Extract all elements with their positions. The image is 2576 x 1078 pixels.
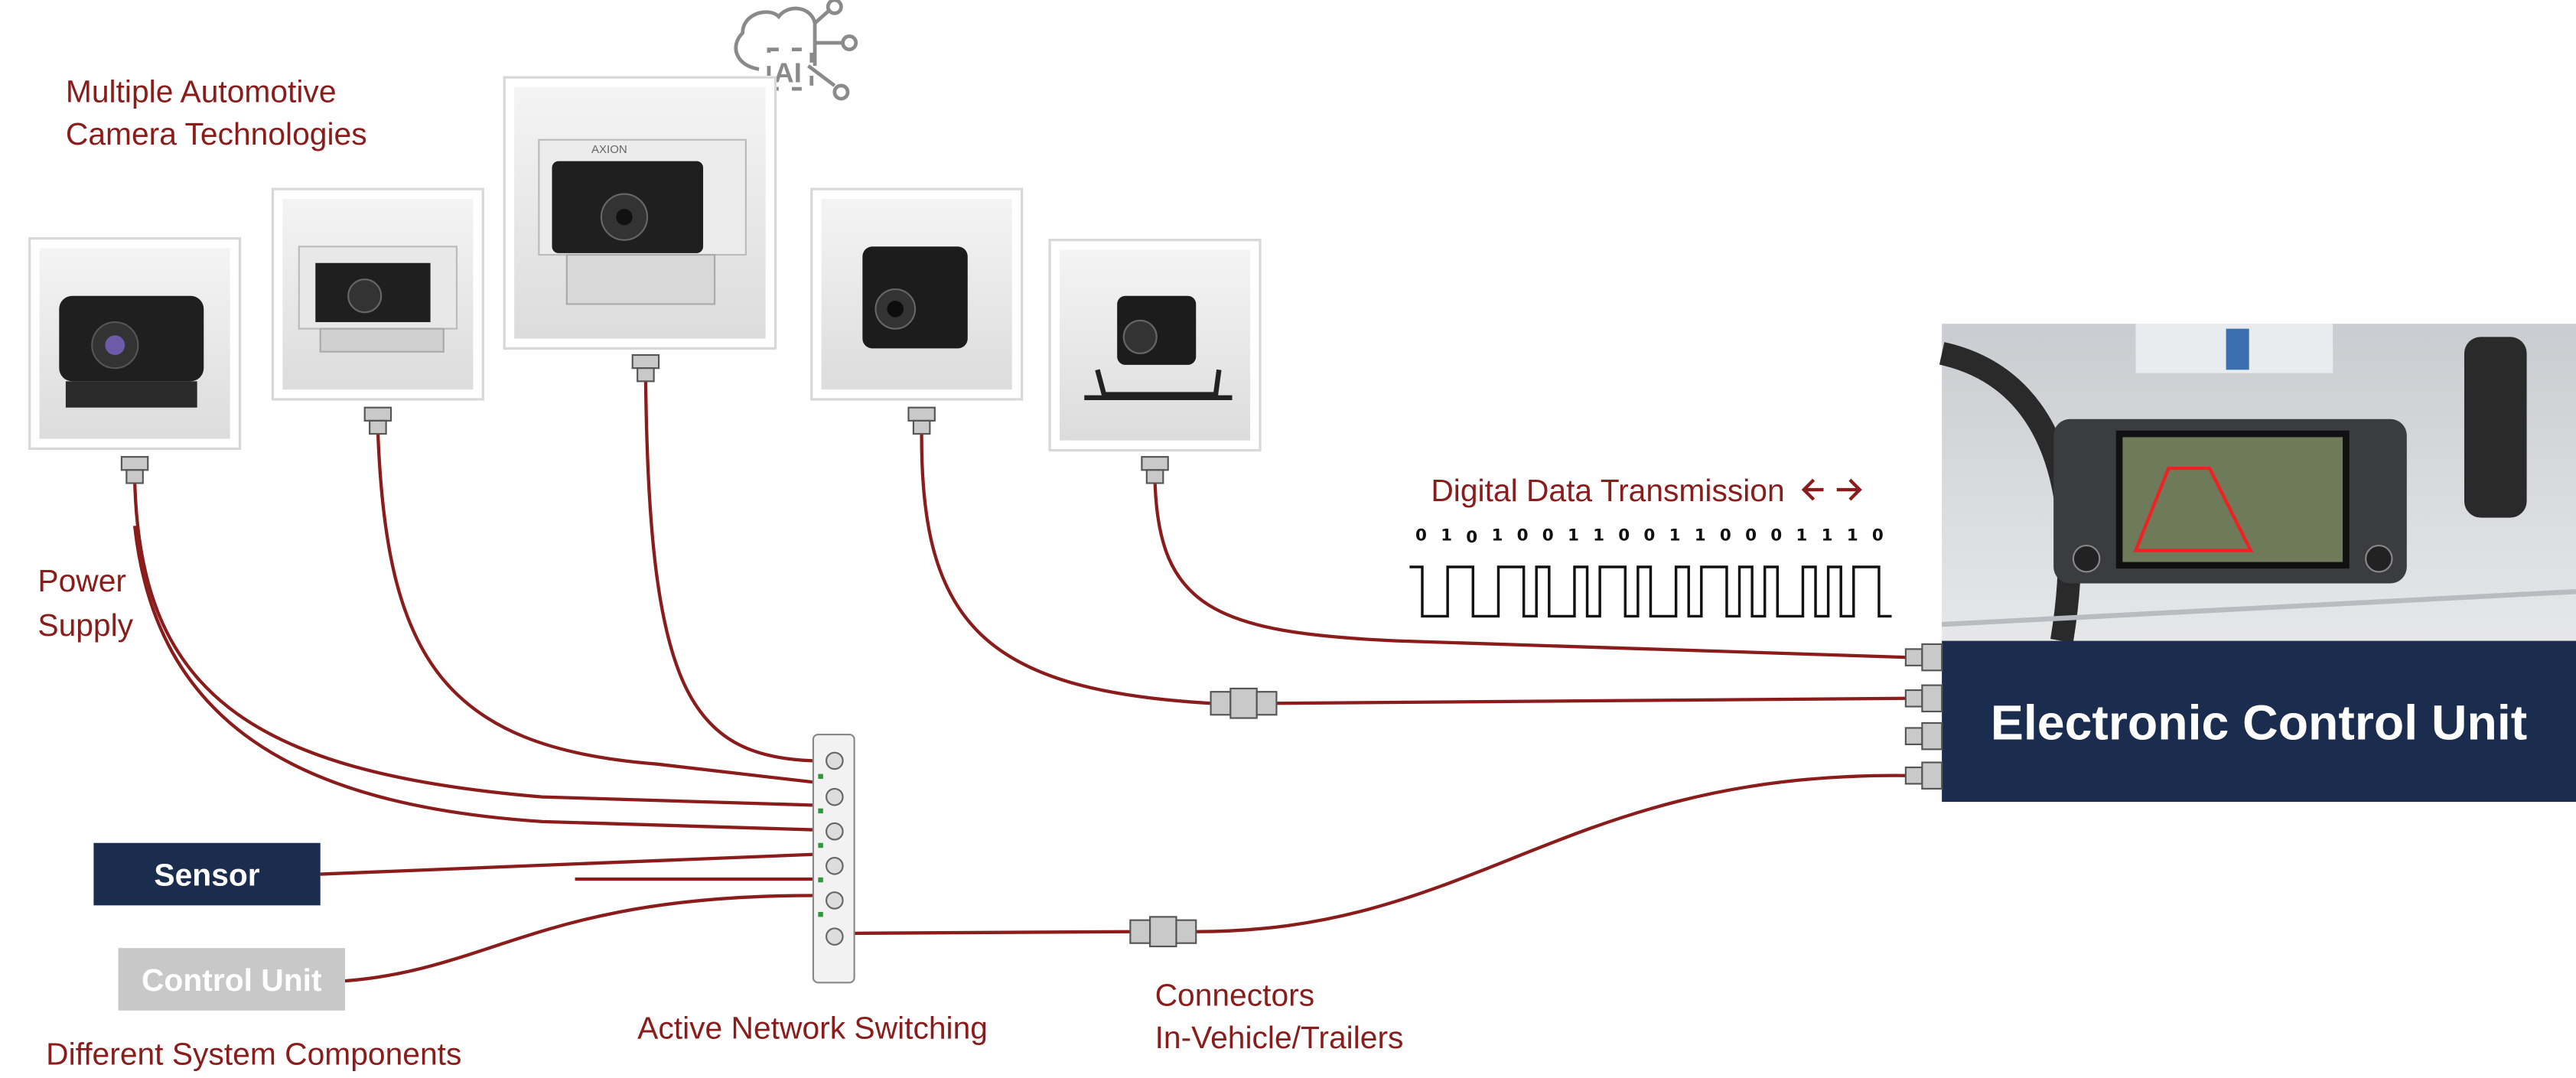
connectors-label-1: Connectors	[1155, 977, 1315, 1012]
inline-connector-1	[1210, 687, 1278, 719]
bit-2: 0	[1466, 528, 1477, 547]
cables	[132, 378, 1906, 983]
dashboard-photo	[1939, 324, 2576, 643]
bidirectional-arrow-icon	[1801, 478, 1862, 501]
bit-0: 0	[1415, 526, 1427, 546]
camera-4	[810, 187, 1024, 401]
power-supply-label-2: Supply	[37, 607, 133, 643]
network-switching-label: Active Network Switching	[637, 1010, 988, 1045]
bit-12: 0	[1720, 526, 1731, 546]
bit-13: 0	[1745, 526, 1757, 546]
brain-ai-icon: AI	[734, 0, 858, 101]
connectors-label-2: In-Vehicle/Trailers	[1155, 1020, 1404, 1055]
camera-tech-label-1: Multiple Automotive	[66, 73, 337, 109]
ecu-connectors	[1904, 643, 1943, 790]
digital-data-label: Digital Data Transmission	[1431, 473, 1784, 508]
sensor-label: Sensor	[154, 858, 259, 893]
network-switch	[812, 733, 855, 984]
camera-2	[271, 187, 484, 401]
bit-6: 1	[1568, 526, 1579, 546]
ai-badge-text: AI	[773, 57, 802, 89]
camera-5	[1048, 239, 1262, 452]
bit-14: 0	[1770, 526, 1782, 546]
camera-tech-label-2: Camera Technologies	[66, 116, 367, 151]
control-unit-label: Control Unit	[142, 962, 322, 998]
camera-1	[28, 236, 242, 451]
digital-waveform	[1409, 565, 1892, 618]
bit-15: 1	[1796, 526, 1807, 546]
system-components-label: Different System Components	[46, 1037, 461, 1072]
bit-9: 0	[1643, 526, 1655, 546]
sensor-box: Sensor	[93, 842, 321, 906]
bit-17: 1	[1847, 526, 1858, 546]
bit-3: 1	[1491, 526, 1503, 546]
control-unit-box: Control Unit	[118, 948, 345, 1011]
bit-8: 0	[1618, 526, 1630, 546]
bit-4: 0	[1517, 526, 1529, 546]
camera-brand-text: AXION	[591, 143, 627, 156]
camera-connectors	[120, 353, 1169, 484]
bit-7: 1	[1593, 526, 1604, 546]
ecu-label: Electronic Control Unit	[1991, 695, 2527, 750]
bit-10: 1	[1669, 526, 1681, 546]
bit-11: 1	[1695, 526, 1706, 546]
ecu-box: Electronic Control Unit	[1942, 640, 2576, 803]
bit-16: 1	[1822, 526, 1833, 546]
bit-18: 0	[1872, 526, 1884, 546]
bit-5: 0	[1542, 526, 1554, 546]
power-supply-label-1: Power	[37, 563, 126, 598]
camera-3: AXION	[503, 76, 777, 350]
bit-1: 1	[1441, 526, 1452, 546]
inline-connector-2	[1129, 916, 1197, 948]
